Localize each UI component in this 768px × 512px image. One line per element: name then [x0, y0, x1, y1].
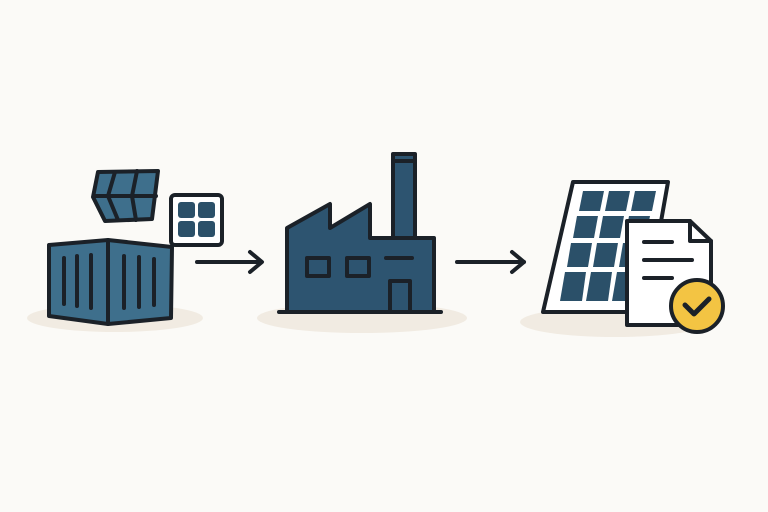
checkmark-badge-icon — [669, 278, 725, 334]
arrow-right-icon — [195, 250, 264, 274]
factory-icon — [277, 152, 443, 314]
shipping-container-icon — [47, 238, 174, 326]
solar-cell-tile-icon — [169, 193, 224, 247]
arrow-right-icon — [455, 250, 526, 274]
tilted-solar-module-box-icon — [91, 169, 160, 223]
